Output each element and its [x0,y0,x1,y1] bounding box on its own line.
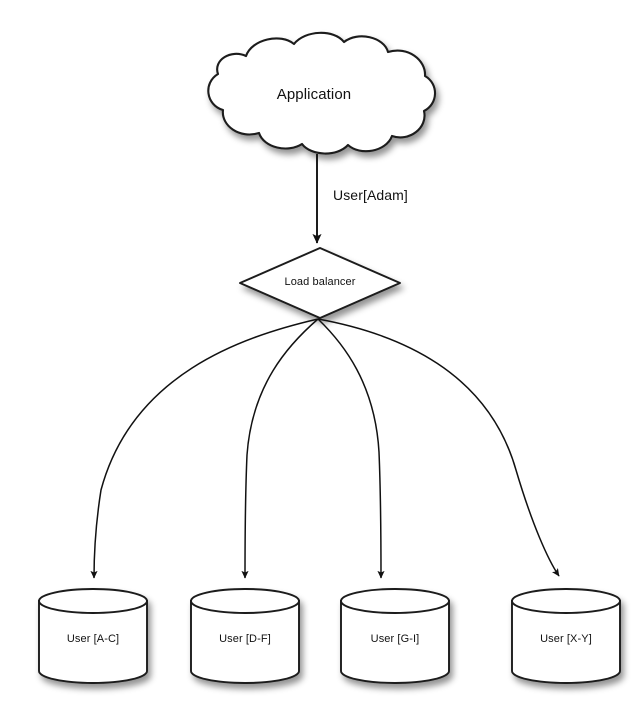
edge-load-balancer-to-user-g-i [317,318,385,579]
cylinder-body-3 [340,600,450,684]
edge-curve-2 [241,318,319,579]
cloud-node-application[interactable] [207,31,437,155]
cylinder-body-1 [38,600,148,684]
edge-curve-4 [317,318,560,577]
edge-load-balancer-to-user-a-c [90,318,319,579]
diamond-shape [239,247,401,319]
cylinder-top-3 [340,588,450,614]
cylinder-body-4 [511,600,621,684]
cylinder-top-2 [190,588,300,614]
edge-curve-3 [317,318,385,579]
cylinder-node-user-d-f[interactable] [190,588,300,684]
cloud-shape [207,31,437,155]
edge-curve-1 [90,318,319,579]
cylinder-node-user-x-y[interactable] [511,588,621,684]
cylinder-top-1 [38,588,148,614]
cylinder-node-user-g-i[interactable] [340,588,450,684]
edge-load-balancer-to-user-x-y [317,318,560,577]
cylinder-top-4 [511,588,621,614]
diamond-node-load-balancer[interactable] [239,247,401,319]
edge-load-balancer-to-user-d-f [241,318,319,579]
cylinder-body-2 [190,600,300,684]
cylinder-node-user-a-c[interactable] [38,588,148,684]
